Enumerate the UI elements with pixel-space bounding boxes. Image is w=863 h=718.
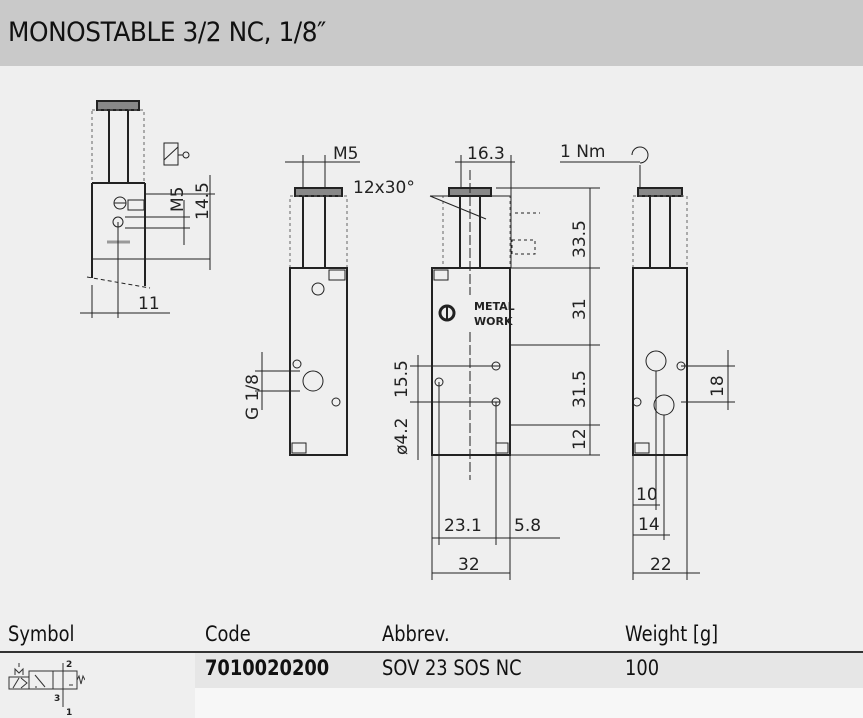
side-view-left	[80, 100, 215, 318]
dim-label: 1 Nm	[560, 142, 606, 162]
dim-label: 11	[138, 294, 160, 314]
dim-label: 14.5	[193, 182, 213, 220]
col-header-symbol: Symbol	[8, 622, 75, 646]
dim-label: 15.5	[392, 360, 412, 398]
dim-label: 33.5	[570, 220, 590, 258]
col-header-abbrev: Abbrev.	[382, 622, 450, 646]
table-divider	[0, 651, 863, 653]
dim-label: 5.8	[514, 516, 541, 536]
port-label: 2	[66, 660, 72, 670]
front-view	[410, 155, 600, 580]
section-header: MONOSTABLE 3/2 NC, 1/8″	[0, 0, 863, 66]
page-title: MONOSTABLE 3/2 NC, 1/8″	[8, 17, 326, 48]
port-label: 3	[54, 694, 60, 704]
dim-label: 23.1	[444, 516, 482, 536]
dim-label: M5	[168, 187, 188, 212]
dim-label: 16.3	[467, 144, 505, 164]
dim-label: 31	[570, 298, 590, 320]
dim-label: G 1/8	[243, 374, 263, 420]
dim-label: 14	[638, 515, 660, 535]
product-code: 7010020200	[205, 656, 330, 680]
port-label: 1	[66, 708, 72, 717]
product-abbrev: SOV 23 SOS NC	[382, 656, 522, 680]
table-row-background	[195, 653, 863, 688]
dim-label: M5	[333, 144, 358, 164]
dim-label: 18	[708, 375, 728, 397]
dim-label: 22	[650, 555, 672, 575]
side-view-port	[255, 155, 360, 456]
logo-text-metal: METAL	[474, 300, 515, 313]
product-weight: 100	[625, 656, 660, 680]
dim-label: ø4.2	[392, 418, 412, 455]
col-header-code: Code	[205, 622, 251, 646]
valve-symbol-icon: 2 3 1	[8, 660, 85, 717]
table-empty-area	[195, 688, 863, 718]
dim-label: 32	[458, 555, 480, 575]
dim-label: 12	[570, 428, 590, 450]
technical-drawing: METAL WORK M5 14.5 11 M5 G 1/8 16.3 12x3…	[80, 100, 735, 580]
dim-label: 10	[636, 485, 658, 505]
rear-view	[560, 146, 735, 580]
dim-label: 12x30°	[353, 178, 415, 198]
logo-text-work: WORK	[474, 315, 513, 328]
col-header-weight: Weight [g]	[625, 622, 719, 646]
dim-label: 31.5	[570, 370, 590, 408]
